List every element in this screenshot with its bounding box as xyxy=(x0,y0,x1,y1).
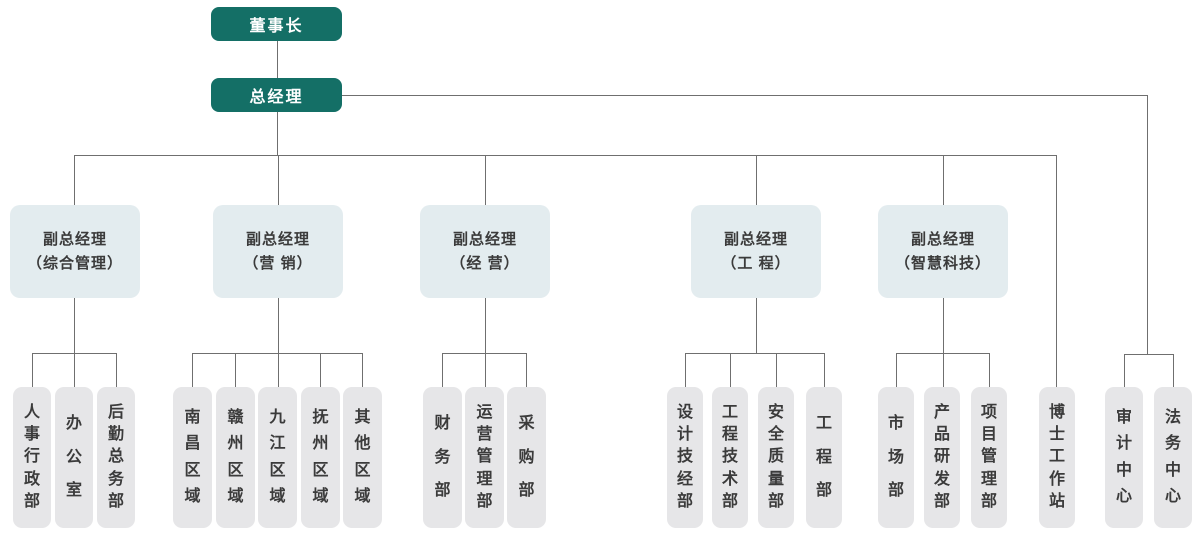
connector xyxy=(74,155,75,205)
connector xyxy=(756,155,757,205)
connector xyxy=(485,298,486,387)
hr-admin-dept-box: 人事行政部 xyxy=(13,387,51,528)
deputy-title: 副总经理 xyxy=(723,231,788,248)
ganzhou-region-box: 赣州区域 xyxy=(216,387,255,528)
connector xyxy=(278,298,279,387)
dept-label: 工程部 xyxy=(815,415,832,499)
office-dept-box: 办公室 xyxy=(55,387,93,528)
general-manager-box: 总经理 xyxy=(211,78,342,112)
dept-label: 采购部 xyxy=(518,415,535,499)
dept-label: 财务部 xyxy=(434,415,451,499)
connector xyxy=(74,155,1056,156)
procurement-dept-box: 采购部 xyxy=(507,387,546,528)
dept-label: 其他区域 xyxy=(354,408,371,506)
general-manager-label: 总经理 xyxy=(249,89,304,106)
product-rd-dept-box: 产品研发部 xyxy=(924,387,960,528)
marketing-dept-box: 市场部 xyxy=(878,387,914,528)
deputy-gm-general-mgmt-box: 副总经理 （综合管理） xyxy=(10,205,140,298)
deputy-title: 副总经理 xyxy=(42,231,107,248)
connector xyxy=(342,95,1147,96)
chairman-box: 董事长 xyxy=(211,7,342,41)
connector xyxy=(235,353,236,387)
deputy-title: 副总经理 xyxy=(452,231,517,248)
connector xyxy=(896,353,989,354)
connector xyxy=(756,298,757,353)
dept-label: 市场部 xyxy=(887,415,904,499)
dept-label: 产品研发部 xyxy=(933,404,950,510)
dept-label: 人事行政部 xyxy=(23,404,40,510)
dept-label: 项目管理部 xyxy=(980,404,997,510)
connector xyxy=(1056,155,1057,387)
connector xyxy=(1124,354,1125,387)
dept-label: 办公室 xyxy=(65,415,82,499)
connector xyxy=(320,353,321,387)
project-mgmt-dept-box: 项目管理部 xyxy=(971,387,1007,528)
deputy-gm-smart-tech-box: 副总经理 （智慧科技） xyxy=(878,205,1008,298)
connector xyxy=(1173,354,1174,387)
dept-label: 博士工作站 xyxy=(1048,404,1065,510)
connector xyxy=(943,155,944,205)
legal-center-box: 法务中心 xyxy=(1154,387,1192,528)
connector xyxy=(442,353,526,354)
dept-label: 运营管理部 xyxy=(476,404,493,510)
dept-label: 抚州区域 xyxy=(312,408,329,506)
connector xyxy=(74,298,75,387)
deputy-gm-marketing-box: 副总经理 （营 销） xyxy=(213,205,343,298)
connector xyxy=(1147,95,1148,354)
connector xyxy=(776,353,777,387)
deputy-gm-engineering-box: 副总经理 （工 程） xyxy=(691,205,821,298)
connector xyxy=(685,353,824,354)
dept-label: 后勤总务部 xyxy=(107,404,124,510)
connector xyxy=(192,353,193,387)
dept-label: 设计技经部 xyxy=(676,404,693,510)
connector xyxy=(1124,354,1173,355)
deputy-scope: （智慧科技） xyxy=(894,255,991,272)
connector xyxy=(277,41,278,78)
connector xyxy=(685,353,686,387)
connector xyxy=(824,353,825,387)
dept-label: 赣州区域 xyxy=(227,408,244,506)
other-region-box: 其他区域 xyxy=(343,387,382,528)
engineering-tech-dept-box: 工程技术部 xyxy=(712,387,748,528)
deputy-scope: （经 营） xyxy=(450,255,520,272)
connector xyxy=(116,353,117,387)
finance-dept-box: 财务部 xyxy=(423,387,462,528)
connector xyxy=(730,353,731,387)
connector xyxy=(989,353,990,387)
chairman-label: 董事长 xyxy=(249,18,304,35)
audit-center-box: 审计中心 xyxy=(1105,387,1143,528)
deputy-scope: （综合管理） xyxy=(26,255,123,272)
engineering-dept-box: 工程部 xyxy=(806,387,842,528)
dept-label: 法务中心 xyxy=(1164,408,1181,506)
connector xyxy=(485,155,486,205)
dept-label: 安全质量部 xyxy=(767,404,784,510)
phd-workstation-box: 博士工作站 xyxy=(1039,387,1075,528)
connector xyxy=(277,112,278,155)
connector xyxy=(192,353,362,354)
deputy-scope: （营 销） xyxy=(243,255,313,272)
deputy-gm-operations-box: 副总经理 （经 营） xyxy=(420,205,550,298)
dept-label: 工程技术部 xyxy=(721,404,738,510)
design-tech-economics-dept-box: 设计技经部 xyxy=(667,387,703,528)
dept-label: 审计中心 xyxy=(1115,408,1132,506)
connector xyxy=(896,353,897,387)
dept-label: 九江区域 xyxy=(269,408,286,506)
nanchang-region-box: 南昌区域 xyxy=(173,387,212,528)
deputy-title: 副总经理 xyxy=(245,231,310,248)
deputy-title: 副总经理 xyxy=(910,231,975,248)
connector xyxy=(442,353,443,387)
safety-quality-dept-box: 安全质量部 xyxy=(758,387,794,528)
connector xyxy=(943,298,944,387)
connector xyxy=(362,353,363,387)
connector xyxy=(32,353,116,354)
operations-mgmt-dept-box: 运营管理部 xyxy=(465,387,504,528)
dept-label: 南昌区域 xyxy=(184,408,201,506)
jiujiang-region-box: 九江区域 xyxy=(258,387,297,528)
logistics-general-affairs-dept-box: 后勤总务部 xyxy=(97,387,135,528)
connector xyxy=(278,155,279,205)
fuzhou-region-box: 抚州区域 xyxy=(301,387,340,528)
connector xyxy=(32,353,33,387)
deputy-scope: （工 程） xyxy=(721,255,791,272)
connector xyxy=(526,353,527,387)
